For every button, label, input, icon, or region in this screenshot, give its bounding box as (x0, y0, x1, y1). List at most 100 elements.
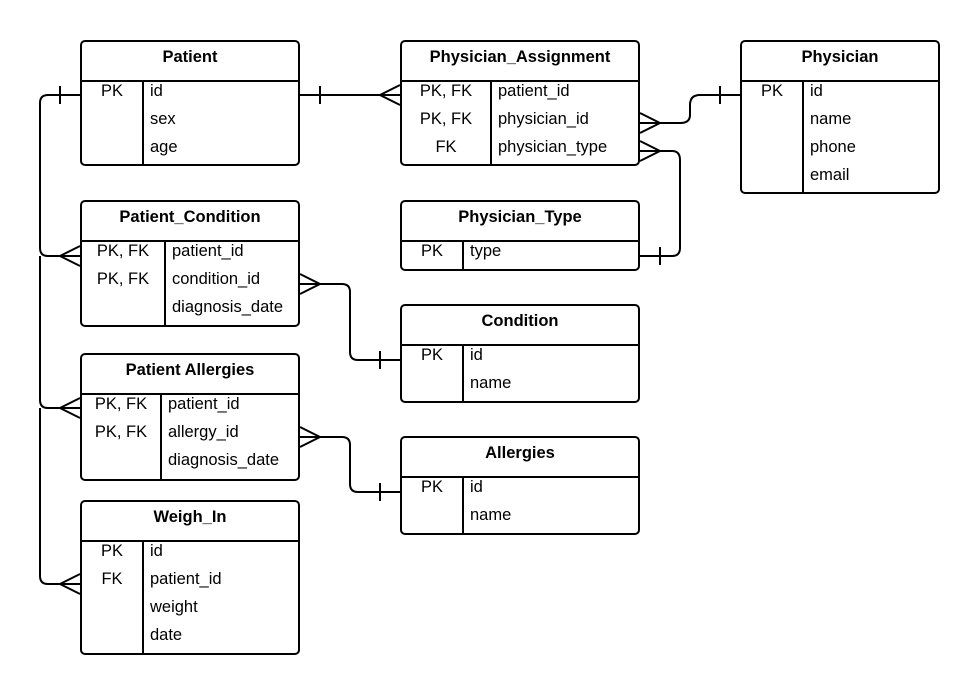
field-key: FK (101, 570, 123, 588)
field-name: id (150, 542, 163, 560)
field-key: PK (100, 542, 123, 560)
key-column-divider (462, 476, 464, 533)
key-column-divider (164, 240, 166, 325)
key-column-divider (490, 80, 492, 164)
field-name: name (810, 110, 852, 128)
field-name: email (810, 166, 850, 184)
connector-line (640, 94, 740, 124)
field-name: id (470, 346, 483, 364)
key-column-divider (462, 344, 464, 401)
field-name: allergy_id (168, 423, 239, 441)
field-row: date (82, 622, 298, 650)
field-row: PK, FK patient_id (82, 238, 298, 266)
field-row: PK id (742, 78, 938, 106)
key-column-divider (142, 80, 144, 164)
entity-title: Patient_Condition (119, 208, 261, 226)
field-key: PK (760, 82, 783, 100)
field-row: sex (82, 106, 298, 134)
entity-title: Physician_Type (458, 208, 582, 226)
many-marker (299, 426, 321, 448)
field-name: name (470, 374, 512, 392)
connector-line (300, 436, 400, 493)
field-row: PK id (82, 78, 298, 106)
connector-line (39, 408, 80, 585)
connector-line (39, 256, 80, 409)
entity-title: Patient (162, 48, 218, 66)
field-row: FK patient_id (82, 566, 298, 594)
field-name: condition_id (172, 270, 261, 288)
field-name: phone (810, 138, 856, 156)
key-column-divider (142, 540, 144, 653)
field-row: name (402, 502, 638, 530)
key-column-divider (802, 80, 804, 192)
field-row: PK type (402, 238, 638, 266)
field-name: type (470, 242, 502, 260)
many-marker (639, 140, 661, 162)
field-key: PK, FK (96, 242, 150, 260)
field-row: PK, FK allergy_id (82, 419, 298, 447)
field-name: id (810, 82, 823, 100)
field-row: PK, FK condition_id (82, 266, 298, 294)
field-name: patient_id (150, 570, 222, 588)
many-marker (299, 273, 321, 295)
field-name: patient_id (172, 242, 244, 260)
entity-title: Condition (481, 312, 559, 330)
field-row: name (742, 106, 938, 134)
field-key: PK (420, 242, 443, 260)
field-row: age (82, 134, 298, 162)
entity-title: Patient Allergies (125, 361, 255, 379)
field-key: PK, FK (94, 395, 148, 413)
field-row: PK id (82, 538, 298, 566)
field-row: phone (742, 134, 938, 162)
key-column-divider (160, 393, 162, 479)
field-row: diagnosis_date (82, 294, 298, 322)
many-marker (59, 245, 81, 267)
entity-title: Physician (801, 48, 879, 66)
connector-line (300, 283, 400, 361)
field-name: physician_type (498, 138, 608, 156)
entity-title: Weigh_In (153, 508, 227, 526)
connector-line (640, 150, 681, 257)
field-row: FK physician_type (402, 134, 638, 162)
field-name: name (470, 506, 512, 524)
field-key: PK (420, 478, 443, 496)
field-name: patient_id (498, 82, 570, 100)
field-row: weight (82, 594, 298, 622)
many-marker (379, 84, 401, 106)
field-name: weight (150, 598, 198, 616)
entity-title: Physician_Assignment (429, 48, 611, 66)
field-name: id (470, 478, 483, 496)
field-row: diagnosis_date (82, 447, 298, 475)
field-key: PK, FK (94, 423, 148, 441)
field-row: PK id (402, 474, 638, 502)
field-name: diagnosis_date (172, 298, 284, 316)
field-name: diagnosis_date (168, 451, 280, 469)
field-name: id (150, 82, 163, 100)
many-marker (59, 573, 81, 595)
field-name: age (150, 138, 178, 156)
field-row: PK id (402, 342, 638, 370)
field-name: date (150, 626, 183, 644)
field-name: patient_id (168, 395, 240, 413)
field-key: FK (435, 138, 457, 156)
field-key: PK, FK (96, 270, 150, 288)
field-key: PK (420, 346, 443, 364)
field-row: PK, FK patient_id (82, 391, 298, 419)
many-marker (639, 112, 661, 134)
field-key: PK (100, 82, 123, 100)
field-name: sex (150, 110, 176, 128)
field-row: name (402, 370, 638, 398)
entity-title: Allergies (485, 444, 555, 462)
